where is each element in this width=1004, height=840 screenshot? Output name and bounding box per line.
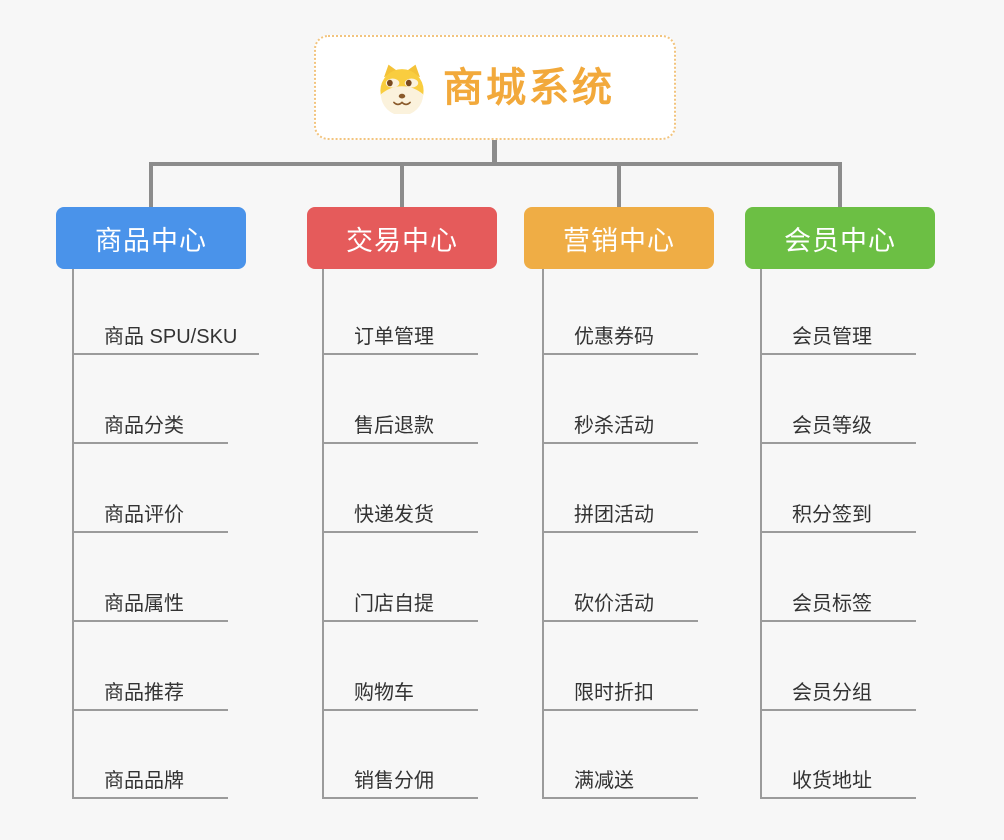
topic-group-buying[interactable]: 拼团活动 [544,495,698,533]
branch-marketing-center[interactable]: 营销中心 [524,207,714,269]
root-title: 商城系统 [443,65,615,110]
topic-product-recommend[interactable]: 商品推荐 [74,673,228,711]
topic-flash-sale[interactable]: 秒杀活动 [544,406,698,444]
branch-product-center[interactable]: 商品中心 [56,207,246,269]
connector-drop-member [838,166,842,209]
connector-horizontal-bar [149,162,842,166]
topic-shipping-address[interactable]: 收货地址 [762,761,916,799]
topic-member-management[interactable]: 会员管理 [762,317,916,355]
root-node[interactable]: 商城系统 [314,35,676,140]
topic-limited-discount[interactable]: 限时折扣 [544,673,698,711]
topic-aftersale-refund[interactable]: 售后退款 [324,406,478,444]
topic-member-group[interactable]: 会员分组 [762,673,916,711]
connector-drop-marketing [617,166,621,209]
topic-product-brand[interactable]: 商品品牌 [74,761,228,799]
topic-product-spu-sku[interactable]: 商品 SPU/SKU [74,317,260,355]
branch-member-center[interactable]: 会员中心 [745,207,935,269]
connector-drop-trade [400,166,404,209]
topic-store-pickup[interactable]: 门店自提 [324,584,478,622]
topic-full-reduction[interactable]: 满减送 [544,761,698,799]
topic-sales-commission[interactable]: 销售分佣 [324,761,478,799]
topic-product-category[interactable]: 商品分类 [74,406,228,444]
connector-drop-product [149,166,153,209]
topic-member-level[interactable]: 会员等级 [762,406,916,444]
topic-product-attribute[interactable]: 商品属性 [74,584,228,622]
branch-trade-center[interactable]: 交易中心 [307,207,497,269]
topic-express-shipping[interactable]: 快递发货 [324,495,478,533]
topic-bargain-activity[interactable]: 砍价活动 [544,584,698,622]
topic-product-review[interactable]: 商品评价 [74,495,228,533]
topic-member-tag[interactable]: 会员标签 [762,584,916,622]
doge-icon [380,64,424,114]
trade-center-items: 订单管理 售后退款 快递发货 门店自提 购物车 销售分佣 [322,269,554,799]
topic-order-management[interactable]: 订单管理 [324,317,478,355]
topic-coupon-code[interactable]: 优惠券码 [544,317,698,355]
connector-trunk [492,140,497,163]
topic-points-checkin[interactable]: 积分签到 [762,495,916,533]
marketing-center-items: 优惠券码 秒杀活动 拼团活动 砍价活动 限时折扣 满减送 [542,269,774,799]
product-center-items: 商品 SPU/SKU 商品分类 商品评价 商品属性 商品推荐 商品品牌 [72,269,304,799]
member-center-items: 会员管理 会员等级 积分签到 会员标签 会员分组 收货地址 [760,269,992,799]
topic-shopping-cart[interactable]: 购物车 [324,673,478,711]
